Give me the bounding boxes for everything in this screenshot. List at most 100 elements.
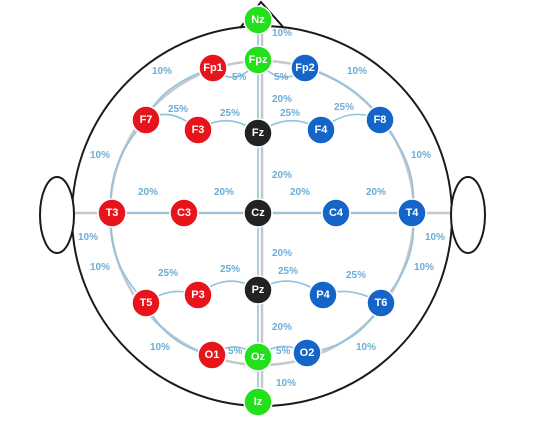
electrode-dot [366,288,396,318]
electrode-label: Nz [251,14,265,26]
electrode-label: Fp2 [295,62,315,74]
electrode-label: F8 [374,114,387,126]
electrode-dot [169,198,199,228]
electrode-t3: T3 [97,198,127,228]
electrode-label: F3 [192,124,205,136]
percent-label: 25% [280,108,300,119]
electrode-t5: T5 [131,288,161,318]
percent-label: 10% [425,232,445,243]
electrode-label: Pz [252,284,265,296]
electrode-dot [290,53,320,83]
electrode-label: P3 [191,289,204,301]
electrode-dot [183,280,213,310]
electrode-dot [243,45,273,75]
percent-label: 10% [90,262,110,273]
electrode-dot [243,118,273,148]
electrode-cz: Cz [243,198,273,228]
electrode-label: T5 [140,297,153,309]
electrode-c3: C3 [169,198,199,228]
electrode-dot [97,198,127,228]
electrode-p4: P4 [308,280,338,310]
electrode-label: F7 [140,114,153,126]
electrode-dot [131,288,161,318]
percent-label: 25% [346,270,366,281]
percent-label: 25% [220,264,240,275]
percent-label: 25% [278,266,298,277]
electrode-pz: Pz [243,275,273,305]
electrode-c4: C4 [321,198,351,228]
electrode-label: Fz [252,127,265,139]
percent-label: 10% [347,66,367,77]
percent-label: 10% [414,262,434,273]
electrode-label: P4 [316,289,330,301]
electrode-f8: F8 [365,105,395,135]
electrode-dot [197,340,227,370]
electrode-f7: F7 [131,105,161,135]
electrode-iz: Iz [243,387,273,417]
percent-label: 10% [276,378,296,389]
percent-label: 5% [274,72,289,83]
electrode-fp1: Fp1 [198,53,228,83]
electrode-f4: F4 [306,115,336,145]
percent-label: 10% [272,28,292,39]
electrode-fz: Fz [243,118,273,148]
percent-label: 10% [78,232,98,243]
percent-label: 25% [220,108,240,119]
electrode-dot [243,198,273,228]
percent-label: 10% [90,150,110,161]
electrode-dot [183,115,213,145]
electrode-fpz: Fpz [243,45,273,75]
electrode-dot [321,198,351,228]
electrode-fp2: Fp2 [290,53,320,83]
percent-label: 20% [366,187,386,198]
electrode-label: Fpz [249,54,268,66]
electrode-o1: O1 [197,340,227,370]
electrode-label: T4 [406,207,420,219]
percent-label: 20% [272,322,292,333]
electrode-t4: T4 [397,198,427,228]
percent-label: 20% [290,187,310,198]
electrode-dot [306,115,336,145]
percent-labels: 10% 10% 10% 5% 5% 20% 25% 25% 25% 25% 10% 10% 20% 20%… [78,28,445,389]
electrode-label: T6 [375,297,388,309]
percent-label: 5% [276,346,291,357]
percent-label: 20% [272,248,292,259]
percent-label: 25% [168,104,188,115]
percent-label: 10% [150,342,170,353]
electrode-oz: Oz [243,342,273,372]
electrode-label: T3 [106,207,119,219]
left-ear [39,176,75,254]
electrode-dot [243,275,273,305]
electrode-label: O1 [205,349,220,361]
percent-label: 25% [158,268,178,279]
percent-label: 5% [232,72,247,83]
percent-label: 5% [228,346,243,357]
electrode-label: Iz [254,396,263,408]
electrode-dot [243,5,273,35]
electrode-dot [243,387,273,417]
electrode-dot [397,198,427,228]
electrode-label: C4 [329,207,344,219]
electrode-dot [131,105,161,135]
percent-label: 10% [411,150,431,161]
percent-label: 20% [272,170,292,181]
electrode-o2: O2 [292,338,322,368]
percent-label: 25% [334,102,354,113]
electrode-label: C3 [177,207,191,219]
electrode-label: O2 [300,347,315,359]
electrode-label: Cz [251,207,265,219]
electrode-label: F4 [315,124,329,136]
percent-label: 20% [214,187,234,198]
electrode-label: Fp1 [203,62,223,74]
electrode-p3: P3 [183,280,213,310]
electrode-nz: Nz [243,5,273,35]
percent-label: 20% [138,187,158,198]
percent-label: 10% [356,342,376,353]
electrode-dot [308,280,338,310]
percent-label: 20% [272,94,292,105]
electrode-t6: T6 [366,288,396,318]
electrode-dot [243,342,273,372]
electrode-label: Oz [251,351,266,363]
